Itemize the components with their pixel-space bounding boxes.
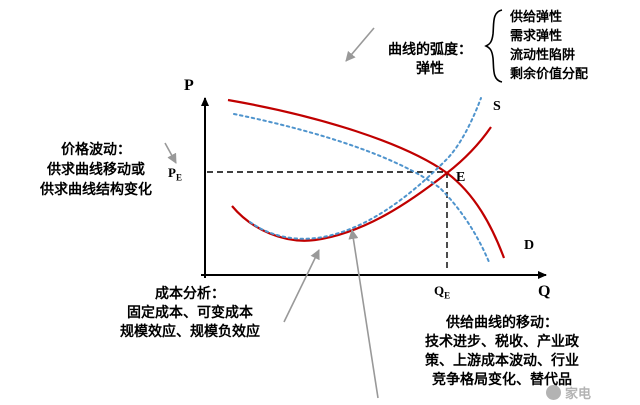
elasticity-item: 需求弹性 (510, 28, 563, 43)
elasticity-item: 供给弹性 (510, 9, 563, 24)
elasticity-item-list: 供给弹性 需求弹性 流动性陷阱 剩余价值分配 (510, 7, 588, 83)
price-fluctuation-line: 供求曲线移动或 (47, 161, 145, 177)
elasticity-item: 流动性陷阱 (510, 47, 576, 62)
elasticity-title: 曲线的弧度： 弹性 (382, 40, 478, 78)
elasticity-title-line2: 弹性 (416, 60, 444, 76)
elasticity-pointer-arrow (345, 27, 375, 62)
supply-shift-pointer-arrow (348, 229, 379, 399)
demand-curve-label: D (524, 238, 535, 253)
qe-label: QE (434, 281, 450, 306)
supply-shift-line: 供给曲线的移动： (446, 314, 558, 330)
cost-analysis-line: 规模效应、规模负效应 (120, 323, 260, 339)
equilibrium-label: E (456, 170, 466, 185)
price-fluctuation-line: 供求曲线结构变化 (40, 181, 152, 197)
pe-base: P (168, 165, 176, 180)
elasticity-brace (484, 9, 503, 83)
elasticity-title-line1: 曲线的弧度： (388, 41, 472, 57)
cost-analysis-note: 成本分析： 固定成本、可变成本 规模效应、规模负效应 (90, 284, 290, 341)
supply-shift-line: 技术进步、税收、产业政 (425, 333, 579, 349)
supply-shift-line: 策、上游成本波动、行业 (425, 352, 579, 368)
demand-curve-solid (227, 98, 506, 259)
qe-base: Q (434, 283, 445, 298)
watermark-logo-icon (546, 385, 561, 400)
p-axis-label: P (184, 77, 194, 94)
price-fluctuation-line: 价格波动： (61, 141, 131, 157)
cost-analysis-line: 固定成本、可变成本 (127, 304, 253, 320)
price-fluctuation-note: 价格波动： 供求曲线移动或 供求曲线结构变化 (12, 139, 180, 199)
supply-curve-label: S (493, 99, 501, 114)
supply-curve-shifted-dotted (249, 97, 482, 240)
cost-analysis-line: 成本分析： (155, 285, 225, 301)
qe-sub: E (444, 290, 451, 301)
watermark: 家电 (546, 383, 591, 402)
supply-shift-note: 供给曲线的移动： 技术进步、税收、产业政 策、上游成本波动、行业 竞争格局变化、… (412, 313, 592, 389)
supply-curve-solid (231, 126, 492, 242)
pe-sub: E (175, 172, 182, 183)
pe-label: PE (168, 163, 182, 188)
watermark-text: 家电 (565, 386, 592, 401)
supply-shift-line: 竞争格局变化、替代品 (432, 371, 572, 387)
elasticity-item: 剩余价值分配 (510, 66, 589, 81)
demand-curve-shifted-dotted (233, 113, 490, 263)
price-pointer-arrow (164, 142, 177, 164)
q-axis-label: Q (538, 283, 551, 300)
cost-pointer-arrow (283, 249, 320, 323)
